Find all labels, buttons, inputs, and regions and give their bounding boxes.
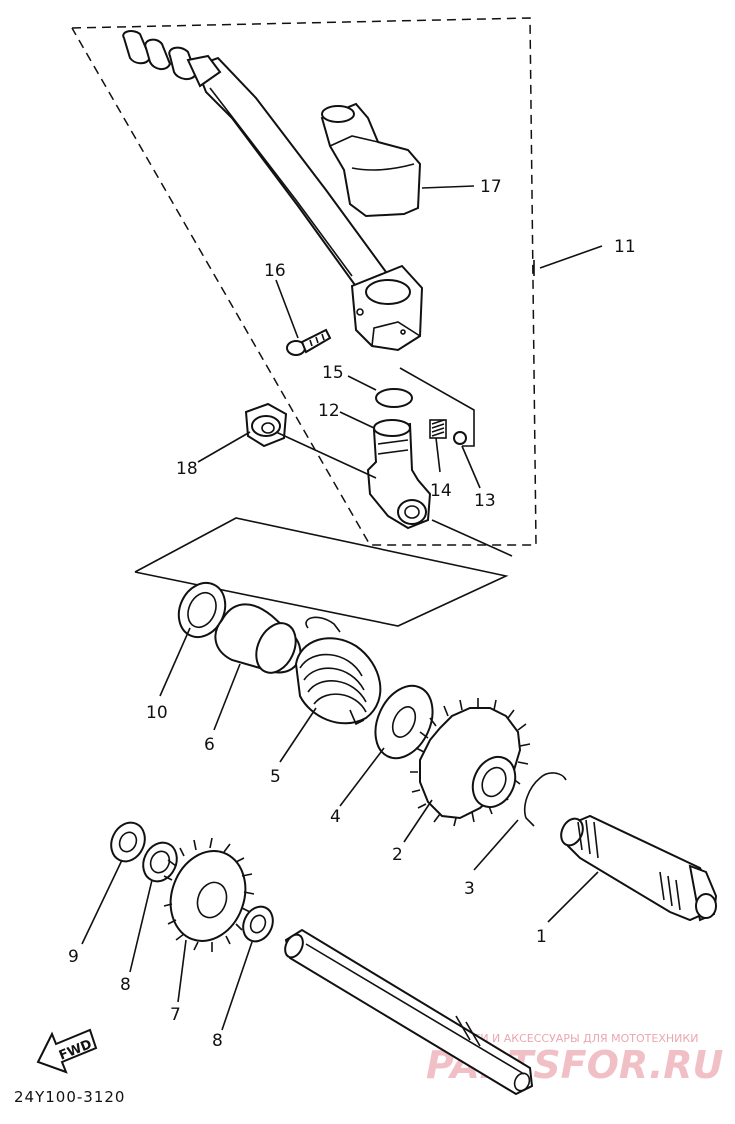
spring-guide xyxy=(214,603,302,674)
shaft-washer xyxy=(110,821,146,863)
plain-washer xyxy=(374,684,434,760)
callout-7: 7 xyxy=(170,1005,181,1025)
callout-1: 1 xyxy=(536,927,547,947)
fwd-arrow-icon: FWD xyxy=(36,1028,98,1074)
detent-spring xyxy=(429,419,447,439)
callout-bracket-11 xyxy=(399,367,475,447)
diagram-code: 24Y100-3120 xyxy=(14,1088,125,1106)
kick-pedal-cover xyxy=(320,102,422,218)
idler-shaft xyxy=(284,928,534,1096)
callout-14: 14 xyxy=(430,481,452,501)
kick-lever-screw xyxy=(286,328,332,356)
callout-10: 10 xyxy=(146,703,168,723)
lower-group-outline xyxy=(134,517,509,627)
callout-5: 5 xyxy=(270,767,281,787)
callout-18: 18 xyxy=(176,459,198,479)
callout-8-lower: 8 xyxy=(212,1031,223,1051)
callout-2: 2 xyxy=(392,845,403,865)
circlip xyxy=(524,772,567,827)
callout-17: 17 xyxy=(480,177,502,197)
callout-8-upper: 8 xyxy=(120,975,131,995)
kick-collar xyxy=(244,402,288,448)
callout-3: 3 xyxy=(464,879,475,899)
callout-6: 6 xyxy=(204,735,215,755)
torsion-spring xyxy=(294,616,382,726)
kick-gear xyxy=(410,698,531,827)
idler-washer-lower xyxy=(242,905,274,943)
kick-axle xyxy=(560,814,718,922)
kick-idle-gear xyxy=(163,837,255,952)
callout-11: 11 xyxy=(614,237,636,257)
callout-16: 16 xyxy=(264,261,286,281)
callout-12: 12 xyxy=(318,401,340,421)
kick-arm-group-outline xyxy=(71,17,537,546)
o-ring xyxy=(375,388,413,408)
kick-crank-lever xyxy=(122,30,424,352)
shaft-leader xyxy=(431,519,513,557)
kick-boss xyxy=(366,419,432,530)
callout-9: 9 xyxy=(68,947,79,967)
callout-leaders xyxy=(81,185,603,1031)
callout-15: 15 xyxy=(322,363,344,383)
watermark-tagline: ЗАПЧАСТИ И АКСЕССУАРЫ ДЛЯ МОТОТЕХНИКИ xyxy=(428,1032,698,1045)
detent-ball xyxy=(453,431,467,445)
collar-leader xyxy=(275,431,377,479)
callout-13: 13 xyxy=(474,491,496,511)
callout-4: 4 xyxy=(330,807,341,827)
